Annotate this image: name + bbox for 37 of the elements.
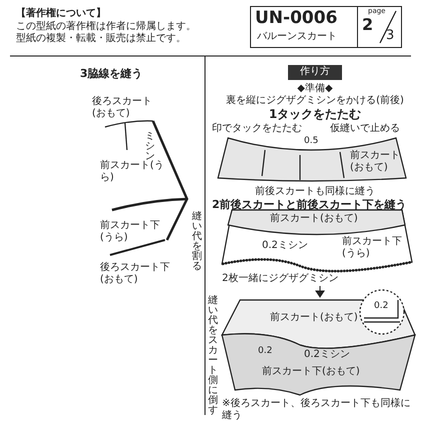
step-heading: 2前後スカートと前後スカート下を縫う xyxy=(212,199,408,212)
part-label: 0.2 xyxy=(374,301,390,312)
page-number: 2 xyxy=(362,16,374,34)
part-label: 縫い代を割る xyxy=(192,212,202,272)
header-box xyxy=(250,6,358,48)
part-label: 前スカート(おもて) xyxy=(350,150,401,173)
product-name: バルーンスカート xyxy=(257,31,337,42)
page-total: 3 xyxy=(386,29,394,44)
part-label: 縫い代をスカート側に倒す xyxy=(208,296,218,416)
part-label: ミシン xyxy=(145,132,155,162)
part-label: 前スカート下(うら) xyxy=(100,220,161,243)
part-label: 2枚一緒にジグザグミシン xyxy=(222,273,340,284)
instruction-text: 裏を縦にジグザグミシンをかける(前後) xyxy=(225,95,405,106)
part-label: 前スカート下(うら) xyxy=(342,236,403,259)
step-heading: 1タックをたたむ xyxy=(268,108,362,122)
part-label: 0.2 xyxy=(258,346,274,356)
section-title: 作り方 xyxy=(299,66,331,78)
section-band xyxy=(288,65,342,80)
part-label: 後ろスカート(おもて) xyxy=(92,96,153,119)
part-label: 前後スカートも同様に縫う xyxy=(255,186,376,198)
note-text: この型紙の著作権は作者に帰属します。型紙の複製・転載・販売は禁止です。 xyxy=(16,21,197,44)
part-label: 前スカート(おもて) xyxy=(270,312,359,324)
product-code: UN-0006 xyxy=(255,9,338,29)
part-label: 0.2ミシン xyxy=(304,349,351,360)
part-label: 前スカート下(おもて) xyxy=(262,366,361,378)
part-label: 仮縫いで止める xyxy=(330,123,401,134)
part-label: 印でタックをたたむ xyxy=(212,123,303,134)
note-text: ※後ろスカート、後ろスカート下も同様に縫う xyxy=(222,398,412,421)
part-label: 前スカート(おもて) xyxy=(270,213,359,224)
page-number-box xyxy=(357,6,402,48)
note-heading: 【著作権について】 xyxy=(16,8,107,20)
section-subheading: ◆準備◆ xyxy=(296,83,334,94)
part-label: 前スカート(うら) xyxy=(100,160,164,183)
part-label: 0.5 xyxy=(304,136,320,146)
step-heading: 3脇線を縫う xyxy=(80,68,144,81)
part-label: 後ろスカート下(おもて) xyxy=(100,262,171,285)
part-label: 0.2ミシン xyxy=(262,240,309,252)
